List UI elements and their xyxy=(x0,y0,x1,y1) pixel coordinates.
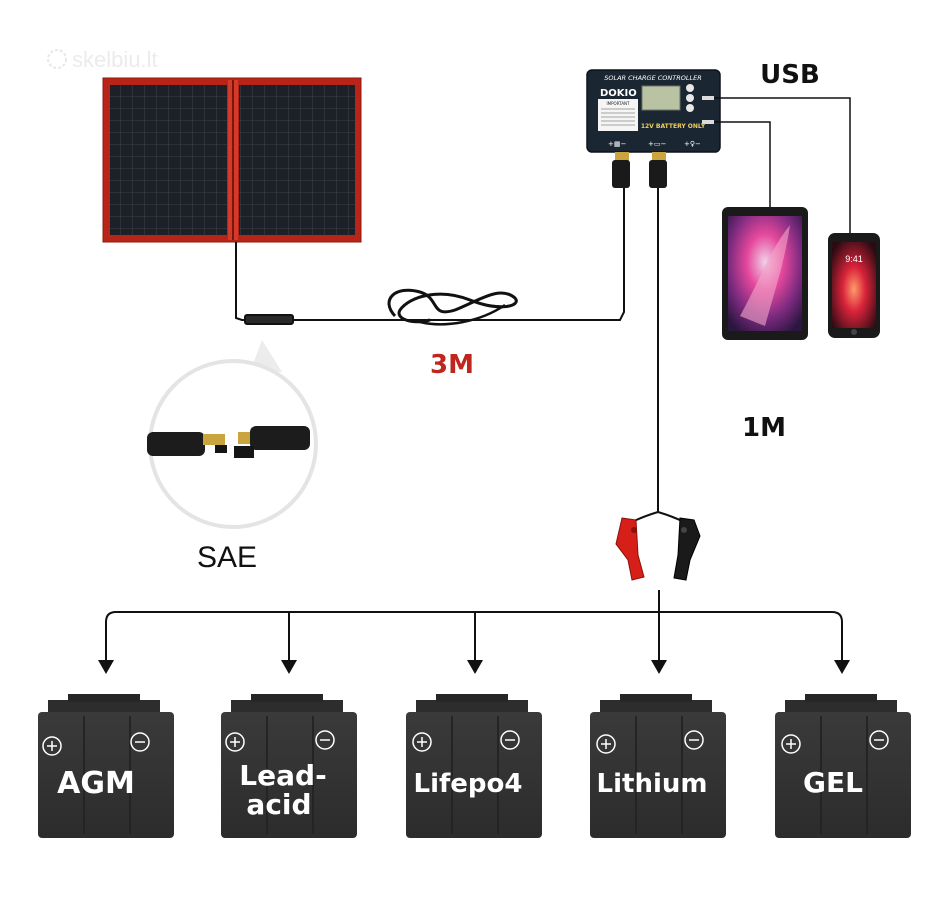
phone-time: 9:41 xyxy=(845,254,863,264)
distribution-arrows xyxy=(105,590,843,660)
battery-label: GEL xyxy=(803,766,863,799)
watermark-text: skelbiu.lt xyxy=(72,47,158,72)
battery-label: Lithium xyxy=(597,769,708,799)
cable-1m-label: 1M xyxy=(742,413,786,443)
solar-panel xyxy=(102,77,362,243)
battery-agm: AGM xyxy=(38,694,174,838)
battery-clamps xyxy=(615,517,701,581)
sae-connector-callout xyxy=(147,340,318,529)
phone: 9:41 xyxy=(828,233,880,338)
battery-label-line2: acid xyxy=(246,788,311,821)
battery-label-line1: Lead- xyxy=(239,759,326,792)
cable-1m xyxy=(631,188,685,523)
svg-text:+▭−: +▭− xyxy=(648,140,666,148)
controller-battery-text: 12V BATTERY ONLY xyxy=(641,123,706,130)
battery-label: Lifepo4 xyxy=(414,769,523,799)
watermark: skelbiu.lt xyxy=(47,47,158,72)
controller-title: SOLAR CHARGE CONTROLLER xyxy=(604,74,701,82)
svg-text:+▦−: +▦− xyxy=(608,140,626,148)
svg-text:+♀−: +♀− xyxy=(684,140,701,148)
battery-lead-acid: Lead- acid xyxy=(221,694,357,838)
battery-lifepo4: Lifepo4 xyxy=(406,694,542,838)
battery-lithium: Lithium xyxy=(590,694,726,838)
charge-controller: SOLAR CHARGE CONTROLLER DOKIO IMPORTANT … xyxy=(586,69,721,188)
arrowheads xyxy=(98,660,850,674)
usb-label: USB xyxy=(760,60,820,90)
controller-brand: DOKIO xyxy=(600,88,637,99)
tablet xyxy=(722,207,808,340)
battery-label: AGM xyxy=(57,766,135,801)
usb-cables xyxy=(714,97,851,234)
controller-button-3 xyxy=(686,104,694,112)
red-clamp xyxy=(615,517,645,581)
controller-important: IMPORTANT xyxy=(607,101,631,106)
black-clamp xyxy=(673,517,701,581)
controller-button-1 xyxy=(686,84,694,92)
battery-gel: GEL xyxy=(775,694,911,838)
cable-3m-label: 3M xyxy=(430,350,474,380)
sae-label: SAE xyxy=(197,541,257,574)
cable-3m xyxy=(235,185,625,326)
controller-button-2 xyxy=(686,94,694,102)
